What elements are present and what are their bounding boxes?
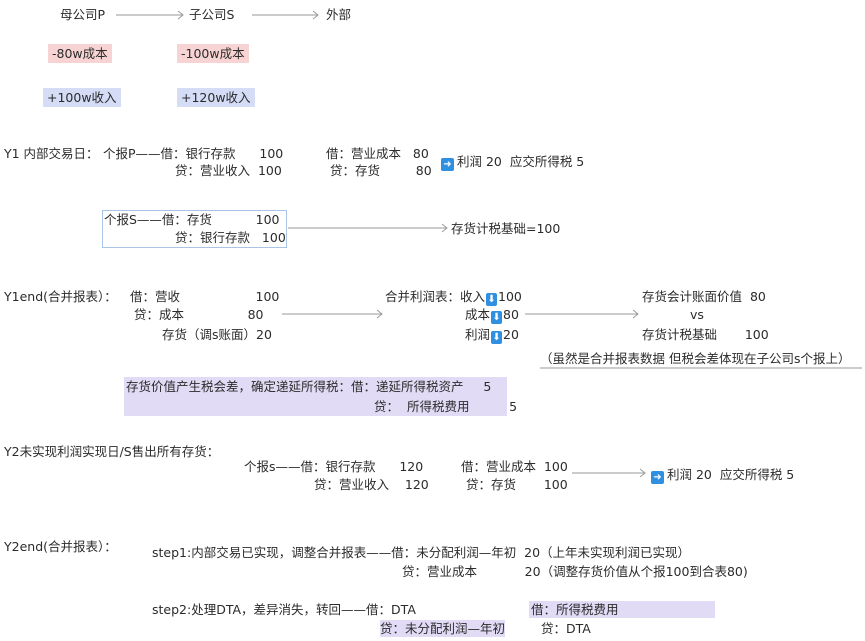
y1end-note: （虽然是合并报表数据 但税会差体现在子公司s个报上） [540, 351, 851, 366]
step1-line2: 贷：营业成本 20（调整存货价值从个报100到合表80) [402, 564, 748, 579]
ci-revenue-value: 100 [498, 289, 522, 304]
cost-p: -80w成本 [48, 44, 112, 63]
y2-right2: 贷：存货 100 [466, 477, 568, 492]
step2-right1: 借：所得税费用 [529, 601, 715, 618]
rev-s: +120w收入 [177, 88, 255, 107]
compare-vs: vs [690, 307, 704, 322]
y1end-adj2: 贷：成本 80 [134, 307, 264, 322]
outside-label: 外部 [326, 7, 352, 22]
y1-p-line2: 贷：营业收入 100 [175, 163, 282, 178]
parent-label: 母公司P [60, 7, 106, 22]
compare-book: 存货会计账面价值 80 [642, 289, 766, 304]
dta-highlight [124, 377, 507, 416]
dta-line2: 贷： 所得税费用 5 [374, 399, 518, 414]
arrow-head [177, 10, 184, 20]
arrow-down-icon: ⬇ [491, 311, 503, 324]
arrow-head [632, 309, 639, 319]
ci-revenue-label: 合并利润表：收入 [385, 289, 486, 304]
dta-line1: 存货价值产生税会差，确定递延所得税：借：递延所得税资产 5 [126, 379, 492, 394]
y1-p-right1: 借：营业成本 80 [326, 146, 429, 161]
cost-s: -100w成本 [177, 44, 249, 63]
ci-cost-label: 成本 [465, 307, 491, 322]
y1end-adj1: 借：营收 100 [130, 289, 280, 304]
ci-profit: 利润⬇20 [465, 326, 519, 344]
ci-revenue: 合并利润表：收入⬇100 [385, 288, 522, 306]
arrow-right-icon: ➜ [441, 158, 454, 171]
ci-profit-value: 20 [503, 327, 519, 342]
arrow-right-icon: ➜ [651, 471, 664, 484]
y2-result: ➜利润 20 应交所得税 5 [651, 466, 794, 484]
step2-right2: 贷：DTA [541, 621, 591, 636]
y1-s-line2: 贷：银行存款 100 [175, 230, 286, 245]
arrow-head [441, 223, 448, 233]
y1end-adj3: 存货（调s账面）20 [162, 327, 272, 342]
arrow-head [376, 309, 383, 319]
y2-line2: 贷：营业收入 120 [314, 477, 429, 492]
y1-p-result-text: 利润 20 应交所得税 5 [457, 154, 585, 169]
y1-p-line1: 个报P——借：银行存款 100 [103, 146, 284, 161]
y1-p-right2: 贷：存货 80 [330, 163, 432, 178]
y1-s-line1: 个报S——借：存货 100 [104, 212, 280, 227]
y2-line1: 个报s——借：银行存款 120 [244, 459, 424, 474]
y1end-title: Y1end(合并报表）： [4, 289, 117, 304]
sub-label: 子公司S [189, 7, 235, 22]
y2-result-text: 利润 20 应交所得税 5 [667, 467, 795, 482]
rev-p: +100w收入 [43, 88, 121, 107]
y2end-title: Y2end(合并报表）： [4, 539, 117, 554]
y1-title: Y1 内部交易日： [4, 146, 99, 161]
step1-line1: step1:内部交易已实现，调整合并报表——借：未分配利润—年初 20（上年未实… [152, 545, 691, 560]
arrow-down-icon: ⬇ [491, 331, 503, 344]
ci-cost: 成本⬇80 [465, 306, 519, 324]
step2-line2: 贷：未分配利润—年初 [380, 620, 506, 637]
y1-p-result: ➜利润 20 应交所得税 5 [441, 153, 584, 171]
arrow-down-icon: ⬇ [486, 293, 498, 306]
step2-line1: step2:处理DTA，差异消失，转回——借：DTA [152, 602, 416, 617]
arrow-head [639, 468, 646, 478]
y2-title: Y2未实现利润实现日/S售出所有存货： [4, 444, 220, 459]
arrow-head [312, 10, 319, 20]
ci-cost-value: 80 [503, 307, 519, 322]
compare-taxbase: 存货计税基础 100 [642, 327, 769, 342]
s-entry-box [102, 210, 287, 248]
y1-s-result: 存货计税基础=100 [451, 221, 561, 236]
y2-right1: 借：营业成本 100 [461, 459, 568, 474]
ci-profit-label: 利润 [465, 327, 491, 342]
